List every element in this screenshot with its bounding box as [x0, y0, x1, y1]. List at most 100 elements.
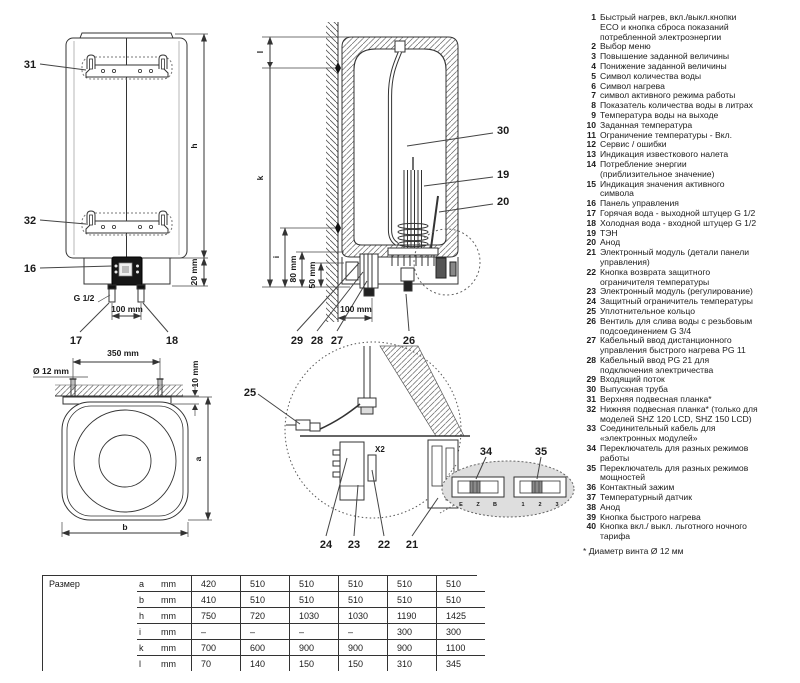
switch-pos-E: E	[459, 502, 463, 508]
legend-item-text: Переключатель для разных режимов работы	[600, 443, 749, 463]
table-value: 300	[436, 624, 485, 639]
label-g12: G 1/2	[74, 293, 95, 303]
legend-item: 6 Символ нагрева	[583, 80, 798, 92]
legend-item-text: Анод	[600, 237, 621, 248]
legend-item-number: 36	[586, 482, 596, 493]
table-value: 510	[240, 576, 289, 591]
legend-item-number: 12	[586, 139, 596, 150]
operating-mode-switch	[451, 476, 505, 498]
table-value: 1030	[289, 608, 338, 623]
mounting-bracket-top	[81, 54, 173, 80]
legend-item-number: 20	[586, 237, 596, 248]
sealing-ring-fitting	[286, 419, 321, 432]
legend-item-text: Панель управления	[600, 198, 679, 209]
legend-item-number: 38	[586, 501, 596, 512]
legend-item-text: Температура воды на выходе	[600, 109, 719, 120]
legend-item-number: 25	[586, 305, 596, 316]
legend-item-number: 14	[586, 158, 596, 169]
table-value: 510	[387, 576, 436, 591]
legend-item-text: Быстрый нагрев, вкл./выкл.кнопки ECO и к…	[600, 12, 737, 42]
callout-23: 23	[348, 539, 360, 551]
legend-item: 20 Анод	[583, 238, 798, 248]
table-value: 510	[387, 592, 436, 607]
label-100mm-section: 100 mm	[340, 304, 372, 314]
legend-item-text: Нижняя подвесная планка* (только для мод…	[600, 403, 758, 424]
dimension-letter: i	[139, 626, 141, 637]
label-100mm: 100 mm	[111, 304, 143, 314]
legend-item: 14 Потребление энергии (приблизительное …	[583, 158, 798, 180]
legend-item-text: Кнопка быстрого нагрева	[600, 511, 701, 522]
legend-item-number: 21	[586, 247, 596, 258]
dimension-l-k	[262, 36, 352, 288]
callout-16: 16	[24, 263, 36, 275]
table-value: 1425	[436, 608, 485, 623]
legend-item: 15 Индикация значения активного символа	[583, 179, 798, 200]
dimension-100mm-rear	[111, 303, 142, 320]
tank-circle-outer	[73, 409, 177, 513]
table-row: i mm – – – – 300 300	[137, 624, 485, 640]
table-value: 510	[436, 576, 485, 591]
legend-item-number: 7	[591, 90, 596, 101]
legend-item-text: Переключатель для разных режимов мощност…	[600, 462, 749, 483]
dimension-unit: mm	[161, 658, 176, 669]
legend-item: 12 Сервис / ошибки	[583, 140, 798, 150]
table-value: 720	[240, 608, 289, 623]
hot-water-outlet-pipe	[107, 284, 117, 303]
callout-32: 32	[24, 215, 36, 227]
label-a: a	[193, 456, 203, 461]
table-value: 510	[338, 576, 387, 591]
legend-item-text: Потребление энергии (приблизительное зна…	[600, 158, 715, 179]
legend-item-text: Горячая вода - выходной штуцер G 1/2	[600, 207, 756, 218]
cable-gland-block	[345, 253, 379, 297]
legend-item-text: Уплотнительное кольцо	[600, 305, 695, 316]
legend-item-text: Температурный датчик	[600, 492, 692, 503]
table-value: 510	[289, 576, 338, 591]
label-i: i	[271, 256, 281, 258]
legend-item-number: 31	[586, 394, 596, 405]
legend-item: 5 Символ количества воды	[583, 71, 798, 82]
legend-list: 1 Быстрый нагрев, вкл./выкл.кнопки ECO и…	[583, 12, 798, 542]
legend-item-text: Повышение заданной величины	[600, 51, 730, 62]
electronic-module-right	[435, 257, 457, 279]
top-view-diagram: 350 mm Ø 12 mm 10 mm a b	[33, 348, 212, 537]
legend-item-number: 29	[586, 374, 596, 385]
callout-28: 28	[311, 335, 323, 347]
legend-item-number: 40	[586, 521, 596, 532]
table-value: 1030	[338, 608, 387, 623]
legend-item-text: Ограничение температуры - Вкл.	[600, 129, 733, 140]
table-row: l mm 70 140 150 150 310 345	[137, 656, 485, 671]
dimension-100mm-section	[337, 298, 373, 322]
legend-item: 37 Температурный датчик	[583, 492, 798, 503]
callout-17: 17	[70, 335, 82, 347]
table-value: 510	[289, 592, 338, 607]
label-10mm: 10 mm	[190, 360, 200, 387]
size-table: Размер a mm 420 510 510 510 510 510 b mm…	[42, 575, 485, 671]
legend-item-number: 22	[586, 266, 596, 277]
table-value: 750	[191, 608, 240, 623]
dimension-80mm	[296, 251, 344, 288]
cold-water-inlet-pipe	[136, 284, 146, 303]
legend-item-text: Верхняя подвесная планка*	[600, 394, 712, 405]
legend-item: 33 Соединительный кабель для «электронны…	[583, 424, 798, 444]
heating-element	[397, 157, 429, 248]
connector-x2	[367, 454, 377, 482]
switch-pos-1: 1	[521, 502, 524, 508]
legend-item: 2 Выбор меню	[583, 42, 798, 52]
power-level-switch	[513, 476, 567, 498]
casing-hatch-band	[379, 345, 465, 437]
inner-tank	[353, 48, 447, 246]
legend-item: 30 Выпускная труба	[583, 384, 798, 395]
label-b: b	[122, 522, 127, 532]
table-value: 420	[191, 576, 240, 591]
legend-item: 27 Кабельный ввод дистанционного управле…	[583, 335, 798, 356]
legend-item-number: 23	[586, 286, 596, 297]
tank-inner-outline-top	[66, 405, 184, 517]
callout-25: 25	[244, 387, 256, 399]
dimension-letter: h	[139, 610, 145, 621]
callout-19: 19	[497, 169, 509, 181]
table-value: 140	[240, 656, 289, 671]
legend-item-text: Символ нагрева	[600, 80, 665, 91]
label-x2: X2	[375, 445, 385, 454]
label-l: l	[255, 51, 265, 53]
